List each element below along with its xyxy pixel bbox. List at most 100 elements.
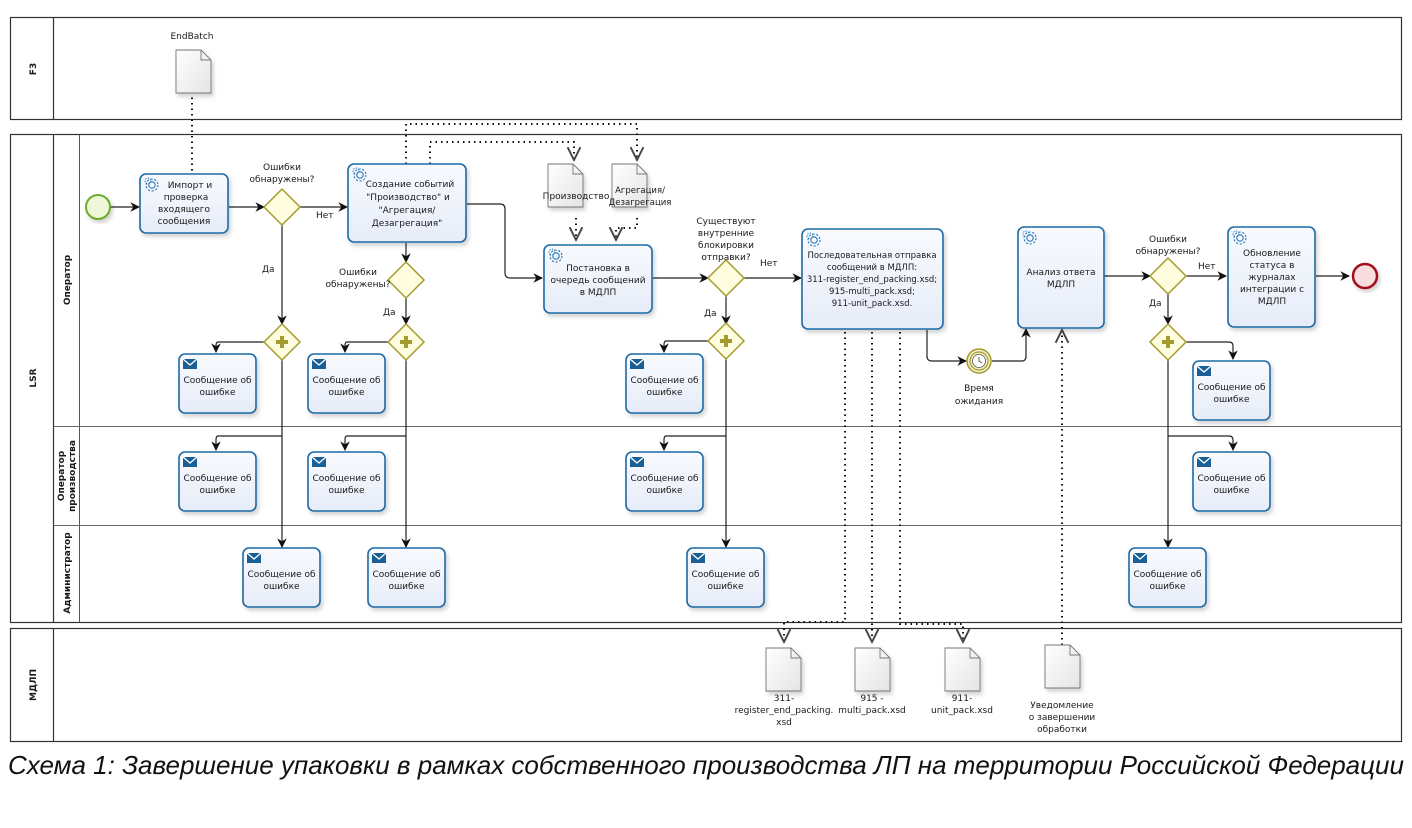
start-event[interactable] <box>85 194 111 220</box>
doc-label-911: 911-unit_pack.xsd <box>931 694 993 716</box>
pool-label-f3: F3 <box>29 63 39 75</box>
figure-caption: Схема 1: Завершение упаковки в рамках со… <box>8 750 1404 780</box>
envelope-icon <box>311 456 327 468</box>
lane-label-production-operator: Операторпроизводства <box>57 440 78 512</box>
flow-label-yes-2: Да <box>383 308 396 318</box>
doc-911[interactable] <box>944 647 981 692</box>
envelope-icon <box>1196 456 1212 468</box>
doc-label-production: Производство <box>543 192 610 202</box>
gateway-exclusive-3[interactable] <box>706 258 746 298</box>
flow-label-no-1: Нет <box>316 211 334 221</box>
doc-aggregation[interactable] <box>611 163 648 208</box>
doc-label-915: 915 -multi_pack.xsd <box>838 694 905 716</box>
end-event[interactable] <box>1351 262 1379 290</box>
envelope-icon <box>1196 365 1212 377</box>
gateway-parallel-2[interactable] <box>386 322 426 362</box>
doc-label-endbatch: EndBatch <box>171 32 214 42</box>
gateway-exclusive-4[interactable] <box>1148 256 1188 296</box>
data-associations <box>191 92 1062 645</box>
bpmn-diagram: F3 LSR Оператор Операторпроизводства Адм… <box>9 16 1403 743</box>
gateway-exclusive-2[interactable] <box>386 260 426 300</box>
envelope-icon <box>629 456 645 468</box>
gateway-parallel-1[interactable] <box>262 322 302 362</box>
gateway-exclusive-1[interactable] <box>262 187 302 227</box>
doc-label-311: 311-register_end_packing.xsd <box>735 694 834 728</box>
flow-label-no-4: Нет <box>1198 262 1216 272</box>
pool-f3: F3 <box>9 16 1403 121</box>
envelope-icon <box>182 358 198 370</box>
envelope-icon <box>690 552 706 564</box>
doc-endbatch[interactable] <box>175 49 212 94</box>
data-objects <box>175 49 1081 692</box>
flow-label-no-3: Нет <box>760 259 778 269</box>
sequence-flows <box>110 202 1350 548</box>
doc-311[interactable] <box>765 647 802 692</box>
envelope-icon <box>182 456 198 468</box>
flow-label-yes-4: Да <box>1149 299 1162 309</box>
pool-mdlp: МДЛП <box>9 627 1403 743</box>
lane-label-administrator: Администратор <box>63 532 73 614</box>
gateway-parallel-3[interactable] <box>706 321 746 361</box>
doc-production[interactable] <box>547 163 584 208</box>
clock-icon <box>978 357 983 364</box>
doc-notification[interactable] <box>1044 644 1081 689</box>
gateway-parallel-4[interactable] <box>1148 322 1188 362</box>
envelope-icon <box>629 358 645 370</box>
doc-label-aggregation: Агрегация/Дезагрегация <box>609 186 672 208</box>
task-create-events[interactable]: Создание событий"Производство" и"Агрегац… <box>347 163 467 243</box>
pool-label-lsr: LSR <box>29 368 39 387</box>
flow-label-yes-3: Да <box>704 309 717 319</box>
pool-label-mdlp: МДЛП <box>29 669 39 701</box>
lane-label-operator: Оператор <box>63 254 73 305</box>
envelope-icon <box>371 552 387 564</box>
plus-icon <box>720 335 732 347</box>
plus-icon <box>276 336 288 348</box>
flow-label-yes-1: Да <box>262 265 275 275</box>
envelope-icon <box>246 552 262 564</box>
doc-915[interactable] <box>854 647 891 692</box>
gateways <box>262 187 1188 362</box>
plus-icon <box>1162 336 1174 348</box>
envelope-icon <box>311 358 327 370</box>
